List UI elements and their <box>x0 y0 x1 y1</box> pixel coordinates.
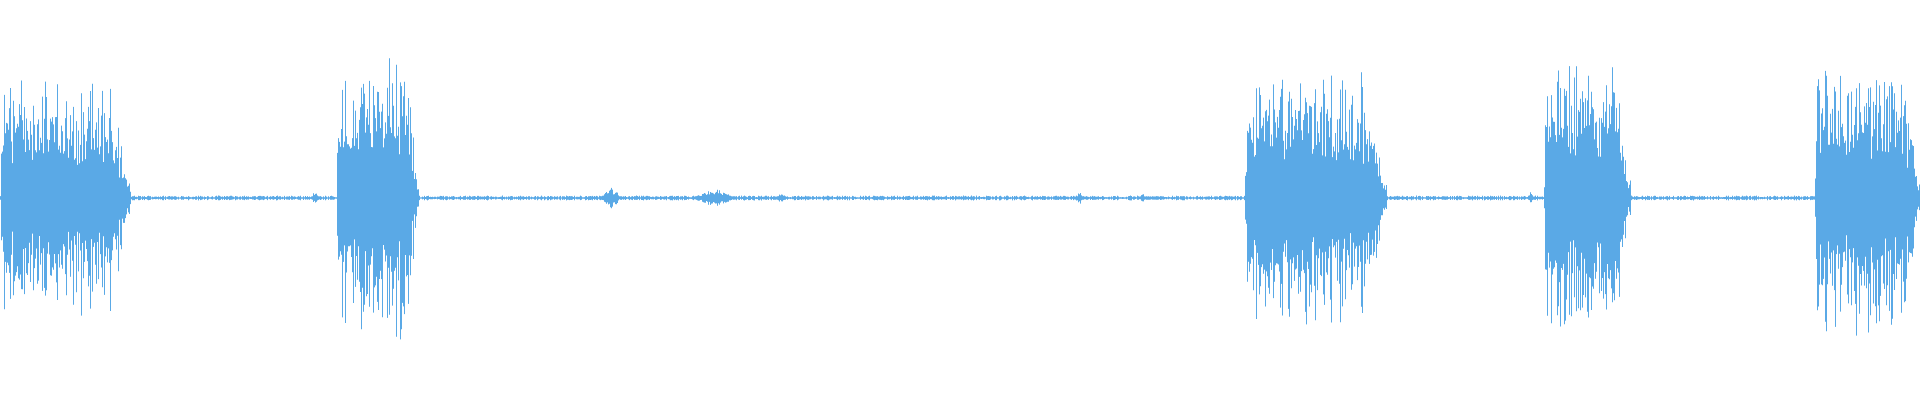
waveform-path <box>0 58 1920 340</box>
waveform-samples <box>0 58 1920 340</box>
